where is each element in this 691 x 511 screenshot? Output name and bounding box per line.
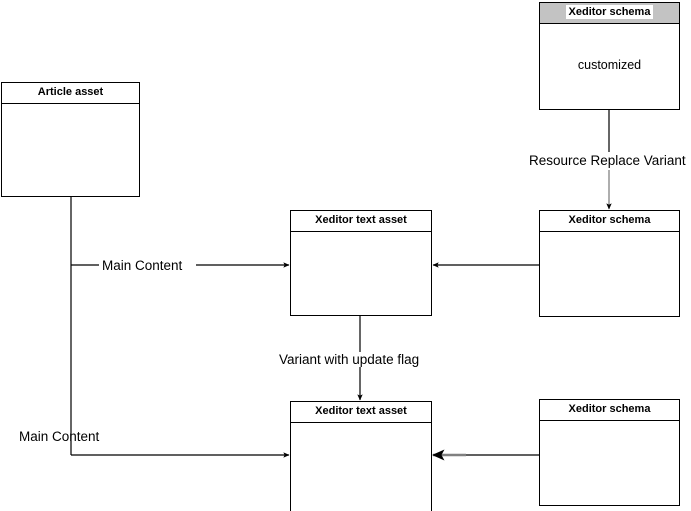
node-xeditor-schema-top[interactable]: Xeditor schema customized	[539, 2, 680, 110]
node-xeditor-text-asset-middle-title: Xeditor text asset	[315, 214, 407, 226]
node-xeditor-schema-bottom-title: Xeditor schema	[568, 403, 651, 415]
edge-label-resource-replace-variant: Resource Replace Variant	[526, 153, 689, 168]
node-xeditor-schema-bottom-body	[540, 421, 679, 505]
node-xeditor-schema-top-body: customized	[540, 24, 679, 109]
node-xeditor-schema-top-title: Xeditor schema	[565, 5, 654, 19]
node-xeditor-text-asset-middle-body	[291, 232, 431, 315]
node-xeditor-text-asset-middle[interactable]: Xeditor text asset	[290, 210, 432, 316]
node-article-asset-header: Article asset	[2, 83, 139, 104]
edge-label-main-content-middle: Main Content	[99, 258, 186, 273]
node-xeditor-text-asset-bottom-body	[291, 423, 431, 511]
edge-label-variant-with-update-flag: Variant with update flag	[276, 352, 423, 367]
node-article-asset-title: Article asset	[37, 86, 104, 98]
node-xeditor-schema-bottom-header: Xeditor schema	[540, 400, 679, 421]
node-xeditor-text-asset-bottom[interactable]: Xeditor text asset	[290, 401, 432, 511]
node-xeditor-schema-middle-header: Xeditor schema	[540, 211, 679, 232]
node-article-asset[interactable]: Article asset	[1, 82, 140, 197]
node-xeditor-schema-middle-body	[540, 232, 679, 316]
node-xeditor-schema-top-body-text: customized	[577, 58, 642, 72]
node-xeditor-text-asset-bottom-header: Xeditor text asset	[291, 402, 431, 423]
node-xeditor-schema-bottom[interactable]: Xeditor schema	[539, 399, 680, 506]
node-xeditor-text-asset-middle-header: Xeditor text asset	[291, 211, 431, 232]
node-xeditor-text-asset-bottom-title: Xeditor text asset	[315, 405, 407, 417]
node-xeditor-schema-top-header: Xeditor schema	[540, 3, 679, 24]
node-xeditor-schema-middle-title: Xeditor schema	[568, 214, 651, 226]
node-xeditor-schema-middle[interactable]: Xeditor schema	[539, 210, 680, 317]
edge-label-main-content-bottom: Main Content	[19, 429, 100, 444]
node-article-asset-body	[2, 104, 139, 196]
